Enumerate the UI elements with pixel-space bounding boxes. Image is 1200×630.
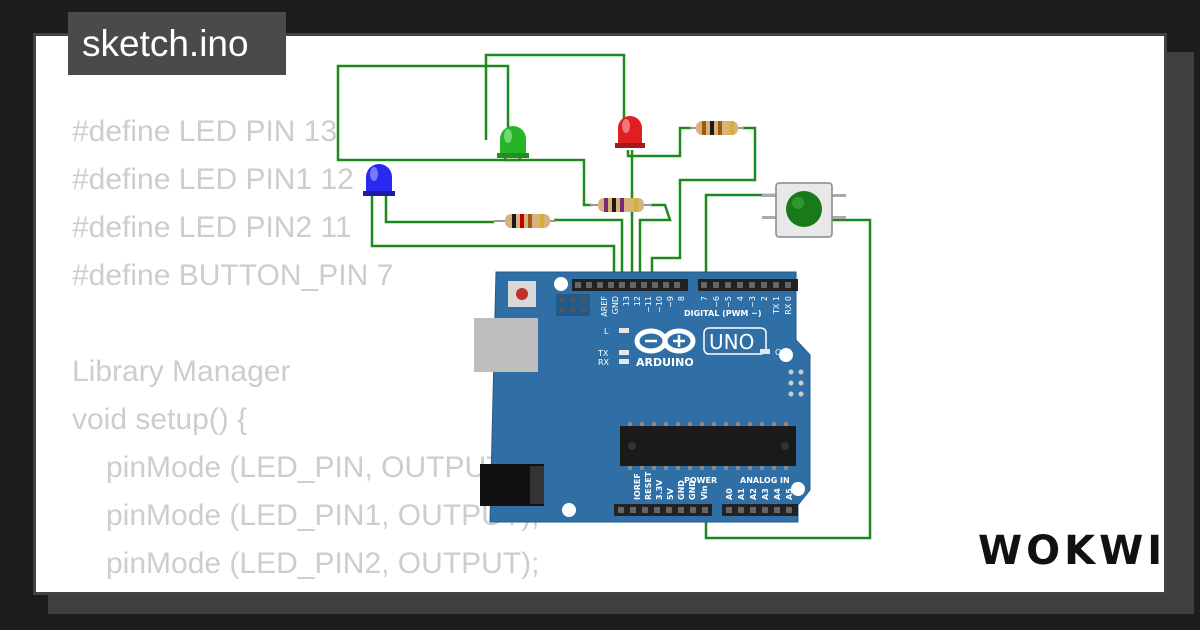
digital-pin-label: RX 0 [784,296,793,315]
digital-pin-label: 2 [760,296,769,301]
push-button[interactable] [762,182,846,238]
power-pin-label: RESET [644,471,653,500]
code-line: pinMode (LED_PIN2, OUTPUT); [106,547,540,580]
digital-pin-label: ~3 [748,296,757,308]
wires [336,53,872,540]
analog-label: ANALOG IN [740,476,790,485]
digital-pin-label: 8 [677,296,686,301]
power-label: POWER [684,476,717,485]
arduino-brand-text: ARDUINO [636,356,694,369]
digital-pin-label: ~11 [644,296,653,313]
analog-pin-label: A0 [725,488,734,500]
resistor-3[interactable] [690,121,744,135]
digital-pin-label: 13 [622,296,631,306]
power-pin-label: GND [677,480,686,500]
analog-pin-label: A3 [761,488,770,500]
digital-pin-label: 12 [633,296,642,306]
power-pin-label: 5V [666,487,675,500]
file-tab-title[interactable]: sketch.ino [68,12,286,75]
power-pin-label: IOREF [633,473,642,500]
l-led-label: L [604,327,609,336]
resistor-1[interactable] [494,214,556,228]
arduino-logo-icon [634,328,696,354]
code-line: #define LED PIN 13 [72,115,338,148]
code-line: Library Manager [72,355,291,388]
digital-pin-label: AREF [600,296,609,317]
atmega-chip [620,426,796,466]
code-line: pinMode (LED_PIN1, OUTPUT); [106,499,540,532]
digital-pin-label: ~9 [666,296,675,308]
digital-pin-label: 7 [700,296,709,301]
digital-pin-label: ~6 [712,296,721,308]
code-editor: #define LED PIN 13 #define LED PIN1 12 #de… [72,108,687,592]
analog-pin-label: A2 [749,488,758,500]
led-green[interactable] [497,126,529,158]
board-model-label: UNO [709,330,754,354]
led-red[interactable] [615,116,645,148]
code-line: #define LED PIN2 11 [72,211,352,244]
rx-led-label: RX [598,358,610,367]
digital-pin-label: GND [611,296,620,314]
code-line: #define BUTTON_PIN 7 [72,259,394,292]
power-pin-label: 3.3V [655,479,664,500]
wokwi-logo[interactable]: WOKWI [978,528,1167,574]
on-led-label: ON [775,348,787,357]
analog-pin-label: A1 [737,488,746,500]
code-line: #define LED PIN1 12 [72,163,354,196]
analog-pin-label: A4 [773,488,782,500]
digital-pin-label: ~5 [724,296,733,308]
code-line: void setup() { [72,403,248,436]
power-pin-label: GND [688,480,697,500]
digital-label: DIGITAL (PWM ~) [684,309,762,318]
digital-pin-label: ~10 [655,296,664,313]
power-pin-label: Vin [700,485,709,500]
digital-pin-label: 4 [736,296,745,301]
led-blue[interactable] [363,164,395,196]
analog-pin-label: A5 [785,488,794,500]
tx-led-label: TX [597,349,609,358]
digital-pin-label: TX 1 [772,296,781,315]
power-header [614,504,712,516]
resistor-2[interactable] [590,198,652,212]
